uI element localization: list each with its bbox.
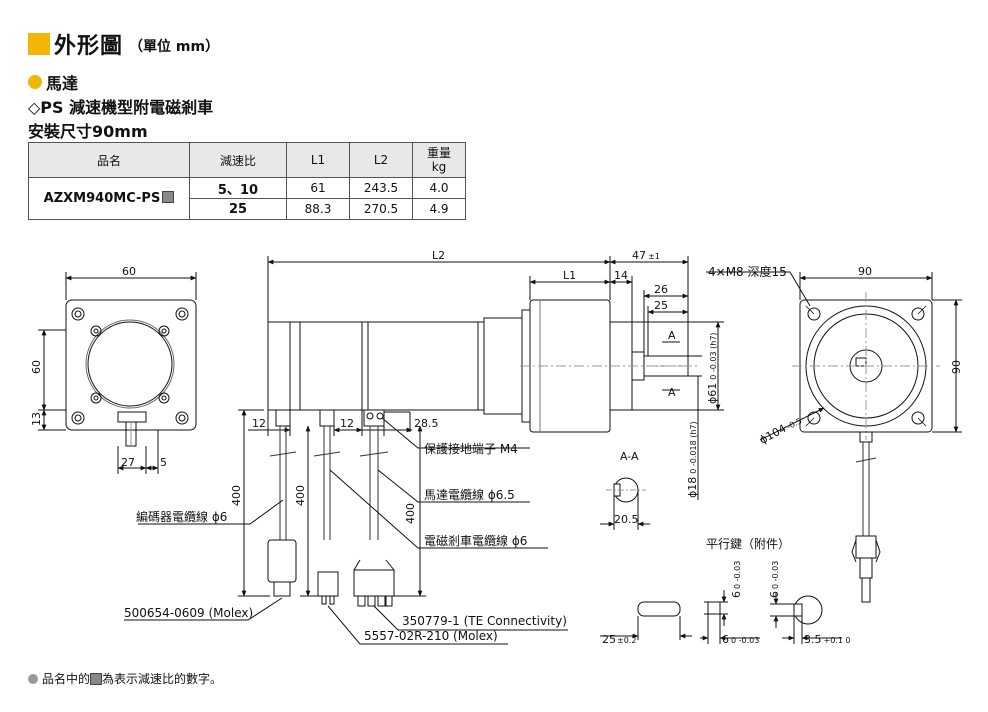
dim-90-side: 90 bbox=[950, 360, 963, 374]
page-header: 外形圖 （單位 mm） bbox=[28, 28, 219, 60]
connector-brake-label: 5557-02R-210 (Molex) bbox=[364, 629, 498, 643]
motor-end-view bbox=[38, 272, 197, 474]
motor-side-view bbox=[124, 256, 724, 645]
brake-cable-label: 電磁剎車電纜線 ϕ6 bbox=[424, 533, 527, 548]
flange-end-view bbox=[706, 271, 962, 603]
dim-L2: L2 bbox=[432, 249, 445, 262]
dim-60-top: 60 bbox=[122, 265, 136, 278]
col-ratio: 減速比 bbox=[189, 142, 287, 178]
col-model: 品名 bbox=[28, 142, 190, 178]
dim-phi104: ϕ104-0.5 bbox=[757, 414, 804, 447]
section-a-view bbox=[600, 477, 650, 530]
col-l1: L1 bbox=[286, 142, 350, 178]
keyway-height: 60 -0.03 bbox=[768, 561, 781, 598]
bullet-dot-icon bbox=[28, 673, 38, 684]
key-height: 60 -0.03 bbox=[730, 561, 743, 598]
page-title: 外形圖 bbox=[54, 34, 124, 59]
dim-27: 27 bbox=[121, 456, 135, 469]
footnote: 品名中的 為表示減速比的數字。 bbox=[28, 670, 222, 687]
dim-60-side: 60 bbox=[30, 360, 43, 374]
dim-5: 5 bbox=[160, 456, 167, 469]
dim-phi61: ϕ610 -0.03 (h7) bbox=[706, 332, 719, 404]
installation-heading: 安裝尺寸90mm bbox=[28, 122, 148, 141]
dim-26: 26 bbox=[654, 283, 668, 296]
connector-encoder-label: 500654-0609 (Molex) bbox=[124, 606, 253, 620]
dim-25: 25 bbox=[654, 299, 668, 312]
dim-20-5: 20.5 bbox=[614, 513, 639, 526]
encoder-cable-label: 編碼器電纜線 ϕ6 bbox=[136, 509, 227, 524]
section-a-bottom: A bbox=[668, 386, 676, 399]
unit-label: （單位 mm） bbox=[129, 39, 220, 55]
dim-L1: L1 bbox=[563, 269, 576, 282]
dim-13: 13 bbox=[30, 412, 43, 426]
header-square-icon bbox=[28, 33, 50, 55]
dim-90-top: 90 bbox=[858, 265, 872, 278]
col-l2: L2 bbox=[349, 142, 413, 178]
dim-phi18: ϕ180 -0.018 (h7) bbox=[686, 421, 699, 498]
dim-400a: 400 bbox=[230, 485, 243, 506]
ratio-marker-icon bbox=[90, 672, 103, 685]
holes-label: 4×M8 深度15 bbox=[708, 264, 787, 279]
bullet-dot-icon bbox=[28, 75, 42, 89]
section-a-top: A bbox=[668, 329, 676, 342]
dim-14: 14 bbox=[614, 269, 628, 282]
dim-12a: 12 bbox=[252, 417, 266, 430]
connector-motor-label: 350779-1 (TE Connectivity) bbox=[402, 614, 567, 628]
table-row: 25 88.3 270.5 4.9 bbox=[29, 198, 466, 220]
motor-heading: 馬達 bbox=[28, 70, 78, 94]
dim-47: 47±1 bbox=[632, 249, 660, 262]
motor-cable-label: 馬達電纜線 ϕ6.5 bbox=[424, 487, 515, 502]
ratio-marker-icon bbox=[162, 191, 175, 203]
dim-400b: 400 bbox=[294, 485, 307, 506]
ground-terminal-label: 保護接地端子 M4 bbox=[424, 441, 518, 456]
dim-400c: 400 bbox=[404, 503, 417, 524]
section-aa-label: A-A bbox=[620, 450, 639, 463]
dim-12b: 12 bbox=[340, 417, 354, 430]
key-length: 25±0.2 bbox=[602, 633, 636, 646]
keyway-depth: 3.5+0.1 0 bbox=[804, 633, 851, 646]
dim-28-5: 28.5 bbox=[414, 417, 439, 430]
key-title: 平行鍵（附件） bbox=[706, 536, 790, 551]
key-views bbox=[600, 590, 842, 644]
series-heading: ◇PS 減速機型附電磁剎車 bbox=[28, 98, 214, 117]
